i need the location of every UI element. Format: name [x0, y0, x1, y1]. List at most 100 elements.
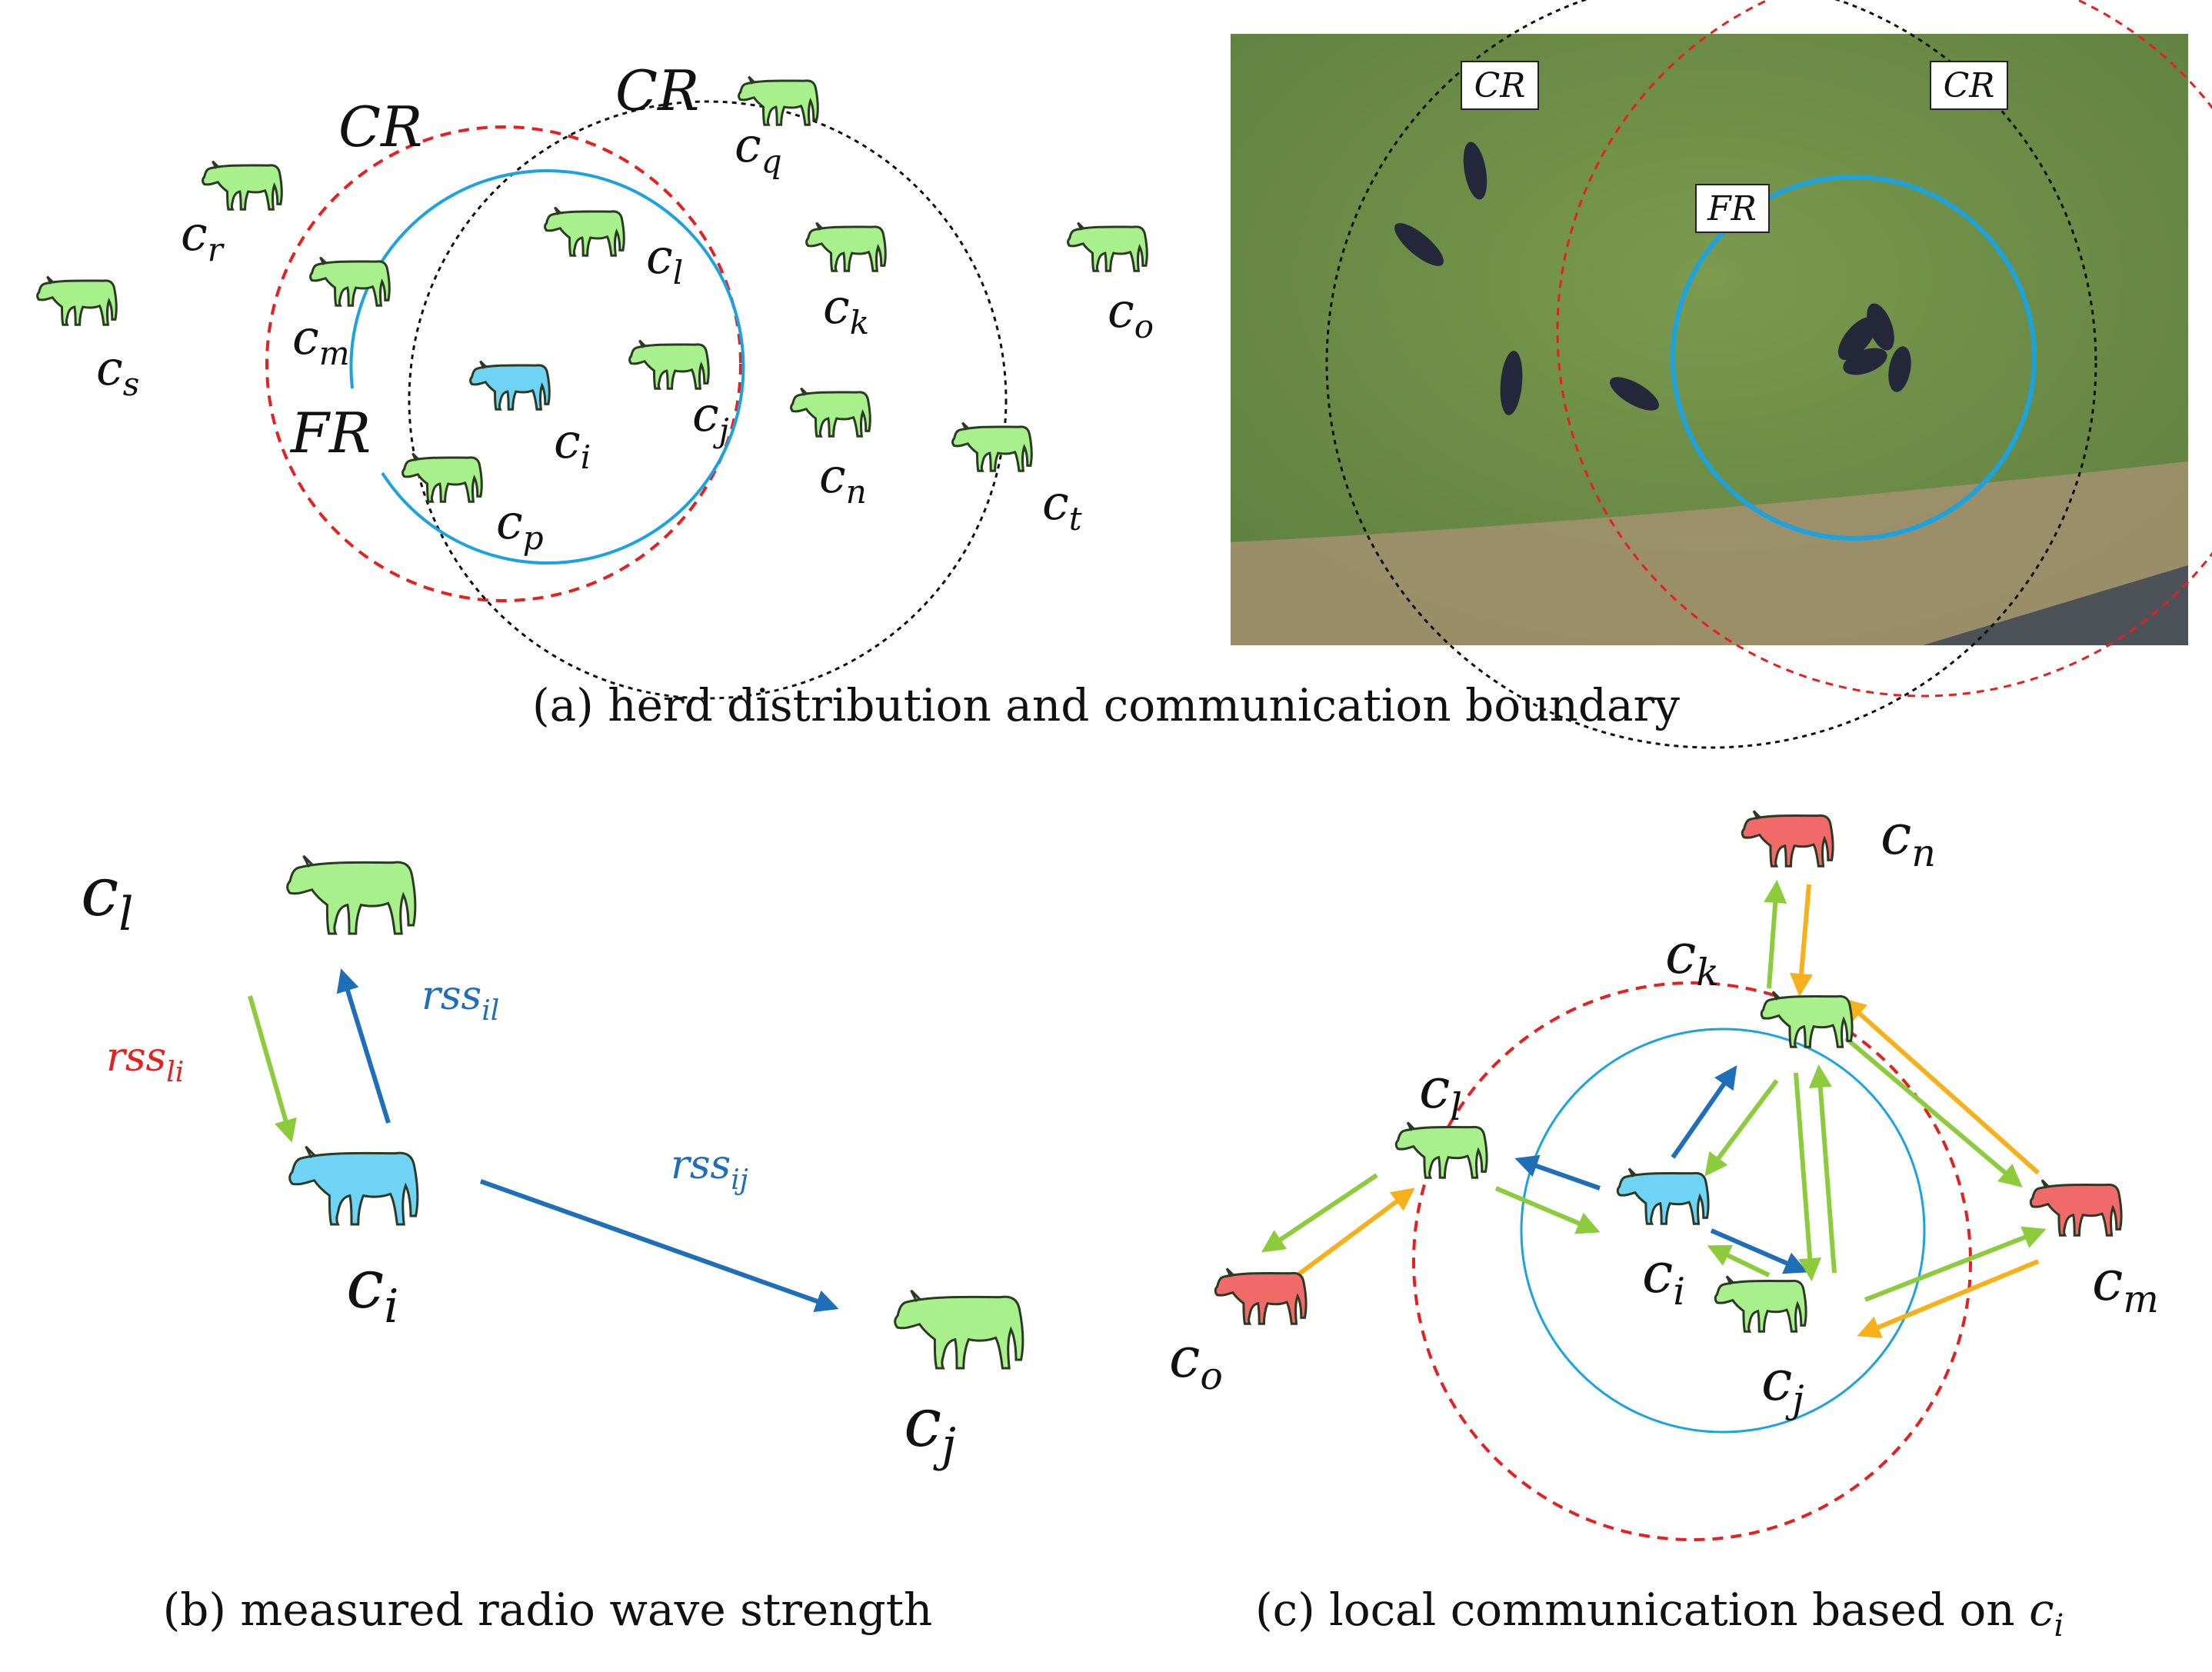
c-cr-red-circle [1412, 981, 1972, 1541]
cow-icon [805, 221, 887, 272]
cow-label-cq: cq [735, 117, 782, 180]
photo-fr-circle [1671, 175, 2037, 541]
edge-i-k [1671, 1065, 1737, 1159]
cow-ct [951, 421, 1033, 472]
photo-cow [1888, 346, 1911, 392]
photo-cow [1500, 351, 1523, 415]
photo-cow [1610, 377, 1659, 411]
cow-icon [951, 421, 1033, 472]
cow-label-cn: cn [1881, 802, 1936, 875]
cow-icon [286, 854, 417, 935]
cow-label-cj: cj [1761, 1348, 1804, 1421]
cow-icon [2029, 1178, 2123, 1237]
cow-ci [1616, 1167, 1710, 1225]
photo-cow [1867, 303, 1894, 351]
photo-cattle [1394, 142, 1911, 415]
cow-cj [628, 339, 710, 390]
cow-label-ck: ck [823, 278, 869, 341]
photo-bare-ground [1231, 461, 2188, 645]
label-cr-red: CR [338, 95, 422, 159]
photo-cow [1394, 223, 1444, 266]
c-fr-circle [1520, 1028, 1926, 1434]
photo-road [1923, 565, 2188, 645]
cow-label-ci: ci [1642, 1241, 1685, 1314]
cow-label-co: co [1169, 1325, 1223, 1398]
cow-ci [469, 360, 551, 411]
edge-label-rss-il: rssil [421, 973, 499, 1027]
cow-label-cl: cl [646, 228, 683, 291]
cow-label-ci: ci [346, 1244, 399, 1334]
edge-k-i [1704, 1079, 1779, 1177]
cow-icon [1741, 809, 1834, 868]
edge-k-m [1844, 1036, 2023, 1187]
panel-c-edges [1261, 880, 2047, 1338]
cow-icon [790, 387, 871, 438]
photo-label-fr-text: FR [1707, 189, 1757, 228]
cow-icon [1616, 1167, 1710, 1225]
cow-cs [36, 275, 118, 326]
cow-icon [202, 160, 283, 211]
caption-a: (a) herd distribution and communication … [532, 679, 1680, 731]
label-fr: FR [289, 401, 371, 465]
cow-label-co: co [1108, 282, 1154, 345]
edge-rss-ij [479, 1179, 839, 1313]
caption-c: (c) local communication based on ci [1255, 1584, 2064, 1644]
fr-arc [349, 169, 745, 565]
edge-k-j [1794, 1072, 1822, 1281]
cow-co [1214, 1267, 1308, 1325]
cow-label-cr: cr [181, 205, 225, 268]
cow-icon [894, 1289, 1024, 1370]
edge-label-rss-ij: rssij [671, 1142, 748, 1196]
panel-b-edges [248, 968, 839, 1313]
cr-black-circle [408, 100, 1008, 700]
photo-cow [1463, 142, 1487, 200]
cow-cm [2029, 1178, 2123, 1237]
cow-icon [628, 339, 710, 390]
photo-label-cr-black-text: CR [1474, 66, 1526, 105]
photo-cr-black-circle [1325, 0, 2097, 749]
cow-label-cj: cj [692, 386, 729, 449]
cow-label-cl: cl [81, 852, 134, 941]
cr-red-circle [265, 125, 742, 602]
cow-icon [1760, 990, 1854, 1048]
edge-m-k [1842, 998, 2040, 1175]
cow-cm [309, 256, 391, 307]
cow-icon [288, 1145, 419, 1226]
cow-label-cm: cm [2092, 1248, 2159, 1321]
edge-rss-il [336, 968, 391, 1124]
cow-icon [544, 206, 625, 257]
cow-icon [1067, 221, 1148, 272]
photo-label-cr-black: CR [1461, 61, 1539, 110]
cow-cl [544, 206, 625, 257]
cow-label-ct: ct [1042, 475, 1082, 538]
edge-label-rss-li: rssli [106, 1034, 184, 1088]
photo-cow [1843, 348, 1887, 375]
cow-label-cm: cm [292, 309, 350, 372]
edge-i-l [1514, 1154, 1601, 1191]
edge-n-k [1790, 884, 1813, 997]
cow-cj [894, 1289, 1024, 1370]
edge-j-k [1808, 1064, 1837, 1274]
photo-cr-red-circle [1556, 0, 2212, 698]
edge-l-o [1261, 1173, 1378, 1253]
edge-j-i [1707, 1244, 1771, 1277]
photo-label-cr-red: CR [1930, 61, 2008, 110]
edge-m-j [1857, 1259, 2040, 1338]
edge-l-i [1494, 1186, 1601, 1234]
cow-icon [1394, 1121, 1488, 1179]
panel-a-photo: CR CR FR [1231, 0, 2212, 749]
cow-label-cn: cn [819, 448, 867, 511]
panel-c-circles [1412, 981, 1972, 1541]
cow-label-cs: cs [96, 340, 139, 403]
cow-co [1067, 221, 1148, 272]
cow-icon [1714, 1274, 1807, 1333]
cow-icon [309, 256, 391, 307]
label-cr-black: CR [615, 58, 699, 123]
photo-label-cr-red-text: CR [1944, 66, 1995, 105]
cow-cr [202, 160, 283, 211]
photo-label-fr: FR [1695, 184, 1770, 233]
edge-j-m [1864, 1226, 2047, 1302]
cow-label-cj: cj [904, 1383, 956, 1472]
cow-cj [1714, 1274, 1807, 1333]
